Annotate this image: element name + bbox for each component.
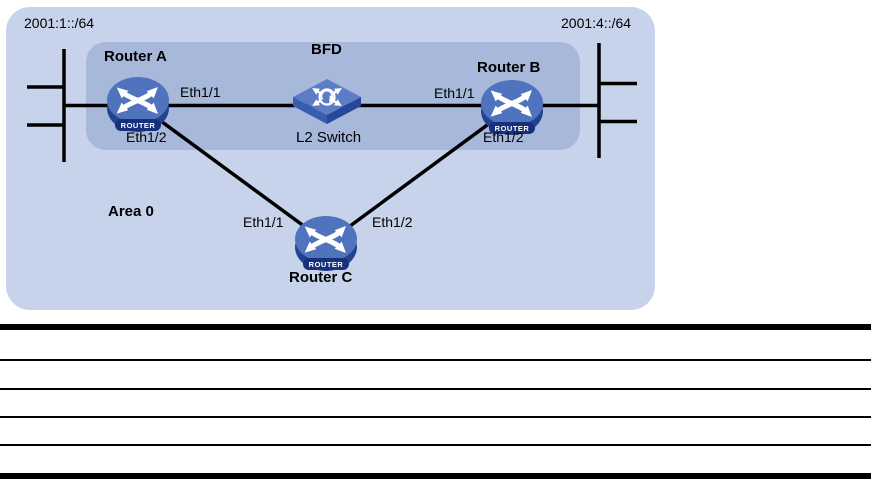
network-topology-figure: 2001:1::/64 2001:4::/64 BFD Router A Rou… [6, 7, 655, 310]
router-c-label: Router C [289, 269, 353, 286]
table-rule-row-1 [0, 359, 871, 361]
router-b-label: Router B [477, 59, 541, 76]
l2-switch-label: L2 Switch [296, 129, 362, 146]
network-label-right: 2001:4::/64 [561, 15, 632, 31]
table-rule-row-4 [0, 444, 871, 446]
link-routerA-routerC [137, 103, 329, 245]
link-routerB-routerC [325, 104, 515, 245]
router-c-icon [294, 214, 358, 274]
iface-label-b-eth1-1: Eth1/1 [434, 85, 475, 101]
iface-label-a-eth1-1: Eth1/1 [180, 84, 221, 100]
iface-label-a-eth1-2: Eth1/2 [126, 129, 167, 145]
table-rule-top-thick [0, 324, 871, 330]
iface-label-c-eth1-2: Eth1/2 [372, 214, 413, 230]
bfd-label: BFD [311, 41, 342, 58]
router-a-label: Router A [104, 48, 167, 65]
network-label-left: 2001:1::/64 [24, 15, 95, 31]
table-rule-row-3 [0, 416, 871, 418]
l2-switch-icon [291, 78, 363, 128]
area0-label: Area 0 [108, 203, 154, 220]
table-rule-bottom-thick [0, 473, 871, 479]
iface-label-c-eth1-1: Eth1/1 [243, 214, 284, 230]
router-a-icon [106, 75, 170, 135]
table-rule-row-2 [0, 388, 871, 390]
iface-label-b-eth1-2: Eth1/2 [483, 129, 524, 145]
